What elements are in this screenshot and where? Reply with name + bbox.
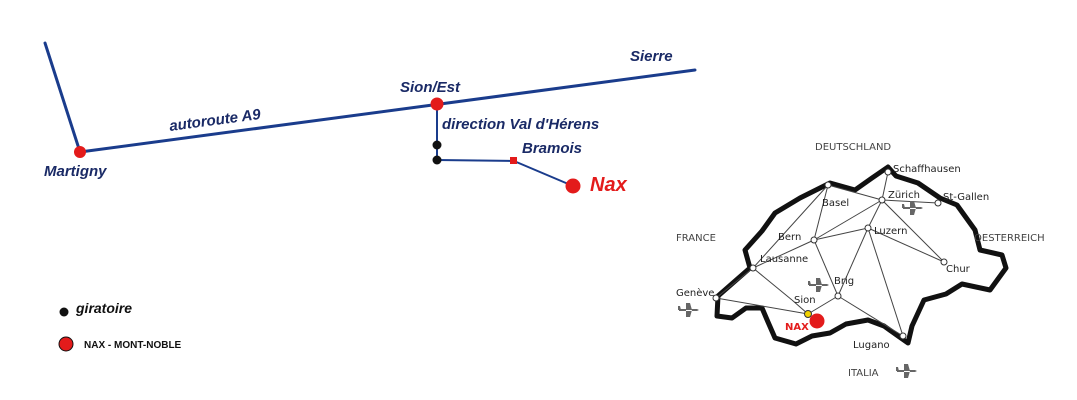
nax-label: Nax (590, 174, 628, 196)
bramois-stop (510, 157, 517, 164)
country-oesterreich: OESTERREICH (974, 233, 1045, 244)
city-lugano: Lugano (853, 340, 890, 351)
city-luzern: Luzern (874, 226, 907, 237)
city-bern: Bern (778, 232, 801, 243)
nax-stop (565, 178, 581, 194)
city-nax: NAX (785, 322, 809, 333)
roundabout-2 (432, 155, 442, 165)
road-to-nax (513, 160, 574, 187)
legend: giratoire NAX - MONT-NOBLE (58, 300, 182, 352)
city-st-gallen: St-Gallen (943, 192, 989, 203)
city-sion: Sion (794, 295, 816, 306)
city-markers (712, 168, 948, 340)
switzerland-map: DEUTSCHLAND FRANCE OESTERREICH ITALIA Sc… (676, 142, 1045, 379)
city-geneve: Genève (676, 287, 714, 299)
road-north-to-martigny (43, 41, 82, 154)
legend-nax-symbol (58, 336, 74, 352)
roundabout-1 (432, 140, 442, 150)
nax-marker (809, 313, 825, 329)
country-france: FRANCE (676, 233, 716, 244)
legend-nax-mont-noble: NAX - MONT-NOBLE (84, 340, 182, 351)
airplane-icon (902, 201, 923, 215)
roads (43, 41, 697, 187)
martigny-label: Martigny (44, 163, 107, 180)
direction-label: direction Val d'Hérens (442, 116, 599, 133)
country-deutschland: DEUTSCHLAND (815, 142, 891, 153)
switzerland-outline (714, 164, 1009, 347)
sion-est-stop (430, 97, 444, 111)
city-zurich: Zürich (888, 190, 920, 201)
airplane-icon (808, 278, 829, 292)
country-italia: ITALIA (848, 368, 879, 379)
legend-giratoire: giratoire (75, 300, 132, 316)
legend-roundabout-symbol (59, 307, 69, 317)
road-to-bramois (436, 159, 515, 162)
autoroute-a9-line (78, 68, 697, 154)
city-chur: Chur (946, 264, 971, 275)
city-brig: Brig (834, 276, 854, 287)
sion-marker (804, 310, 812, 318)
sion-est-label: Sion/Est (400, 79, 461, 96)
city-basel: Basel (822, 198, 849, 209)
railway-lines (715, 171, 945, 337)
city-schaffhausen: Schaffhausen (893, 164, 961, 175)
airplane-icon (678, 303, 699, 317)
bramois-label: Bramois (522, 140, 582, 157)
city-lausanne: Lausanne (760, 254, 808, 265)
airplane-icon (896, 364, 917, 378)
sierre-label: Sierre (630, 48, 673, 65)
martigny-stop (74, 146, 86, 158)
